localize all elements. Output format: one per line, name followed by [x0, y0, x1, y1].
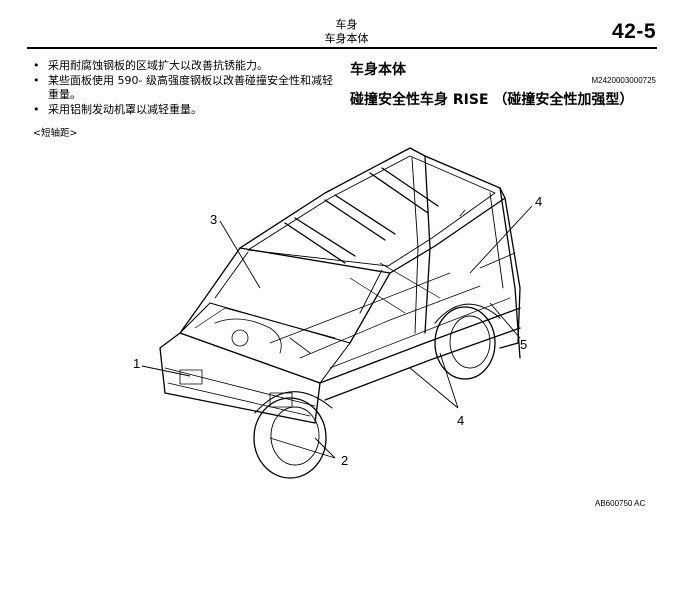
callout-1: 1	[133, 356, 141, 371]
bullet-glyph: •	[33, 102, 40, 116]
section-subtitle: 碰撞安全性车身 RISE （碰撞安全性加强型）	[350, 92, 634, 108]
bullet-glyph: •	[33, 73, 40, 87]
figure-code: AB600750 AC	[595, 499, 646, 508]
wheelbase-note: <短轴距>	[33, 128, 78, 139]
section-title: 车身本体	[350, 62, 406, 78]
callout-5: 5	[520, 337, 528, 352]
bullet-item: •某些面板使用 590- 级高强度钢板以改善碰撞安全性和减轻重量。	[33, 73, 333, 102]
page-number: 42-5	[611, 20, 656, 43]
bullet-item: •采用耐腐蚀钢板的区域扩大以改善抗锈能力。	[33, 59, 268, 72]
page-header-title-line2: 车身本体	[324, 32, 369, 45]
page-header-title-line1: 车身	[335, 18, 358, 31]
callout-2: 2	[341, 453, 349, 468]
callout-3: 3	[210, 212, 218, 227]
callout-4-floor: 4	[457, 413, 465, 428]
feature-bullet-list: •采用耐腐蚀钢板的区域扩大以改善抗锈能力。 •某些面板使用 590- 级高强度钢…	[33, 59, 333, 117]
bullet-glyph: •	[33, 59, 40, 72]
bullet-item: •采用铝制发动机罩以减轻重量。	[33, 102, 202, 116]
vehicle-body-illustration	[141, 147, 533, 479]
header-rule	[27, 47, 657, 49]
callout-4-rear: 4	[535, 194, 543, 209]
section-code: M2420003000725	[591, 76, 656, 85]
